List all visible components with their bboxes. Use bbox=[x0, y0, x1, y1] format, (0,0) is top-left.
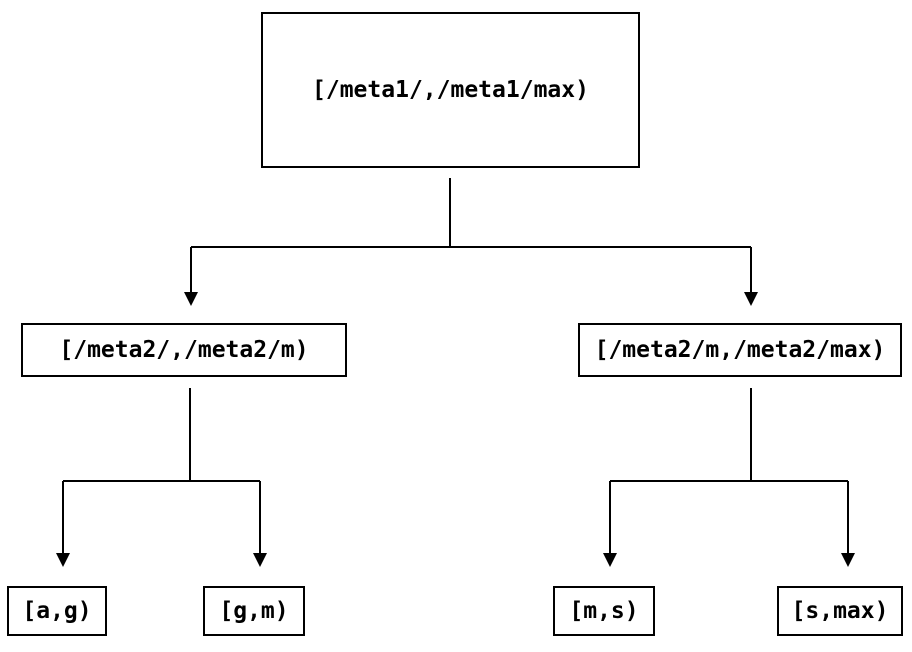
arrowhead-down-icon bbox=[56, 553, 70, 567]
node-leaf-s-max: [s,max) bbox=[777, 586, 903, 636]
arrowhead-down-icon bbox=[744, 292, 758, 306]
edge-meta2-high-to-children bbox=[603, 388, 855, 567]
node-leaf-m-s: [m,s) bbox=[553, 586, 655, 636]
node-root-range: [/meta1/,/meta1/max) bbox=[261, 12, 640, 168]
node-leaf-a-g: [a,g) bbox=[7, 586, 107, 636]
edge-meta2-low-to-children bbox=[56, 388, 267, 567]
node-meta2-low-range: [/meta2/,/meta2/m) bbox=[21, 323, 347, 377]
arrowhead-down-icon bbox=[184, 292, 198, 306]
arrowhead-down-icon bbox=[841, 553, 855, 567]
node-meta2-high-range: [/meta2/m,/meta2/max) bbox=[578, 323, 902, 377]
arrowhead-down-icon bbox=[253, 553, 267, 567]
arrowhead-down-icon bbox=[603, 553, 617, 567]
edge-root-to-children bbox=[184, 178, 758, 306]
node-leaf-g-m: [g,m) bbox=[203, 586, 305, 636]
